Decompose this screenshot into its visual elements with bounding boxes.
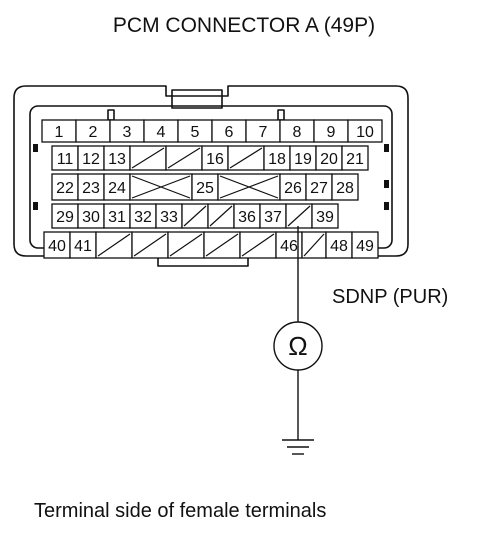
terminal-label: 3	[123, 124, 132, 141]
terminal-label: 26	[284, 180, 302, 197]
terminal-label: 16	[206, 151, 224, 168]
terminal-label: 13	[108, 151, 126, 168]
terminal-label: 9	[327, 124, 336, 141]
terminal-cell	[51, 203, 79, 229]
empty-cavity-mark	[183, 205, 207, 227]
empty-cavity-mark	[131, 147, 165, 169]
terminal-cell	[191, 173, 219, 201]
terminal-label: 2	[89, 124, 98, 141]
terminal-cell	[331, 173, 359, 201]
terminal-label: 10	[356, 124, 374, 141]
terminal-cell	[351, 231, 379, 259]
terminal-label: 28	[336, 180, 354, 197]
terminal-label: 25	[196, 180, 214, 197]
terminal-cell	[51, 173, 79, 201]
terminal-label: 22	[56, 180, 74, 197]
terminal-cell	[341, 145, 369, 171]
wire-label: SDNP (PUR)	[332, 286, 449, 308]
empty-cavity-mark	[209, 205, 233, 227]
terminal-label: 40	[48, 238, 66, 255]
connector-housing	[13, 85, 409, 267]
terminal-cell	[259, 203, 287, 229]
terminal-label: 32	[134, 209, 152, 226]
terminal-label: 48	[330, 238, 348, 255]
ground-icon	[282, 439, 314, 455]
terminal-label: 24	[108, 180, 126, 197]
empty-cavity-mark	[303, 233, 325, 257]
terminal-cell	[77, 203, 105, 229]
footer-caption: Terminal side of female terminals	[34, 500, 327, 522]
terminal-label: 36	[238, 209, 256, 226]
empty-cavity-mark	[97, 233, 131, 257]
terminal-cell	[103, 203, 131, 229]
connector-key-right	[277, 109, 285, 121]
terminal-label: 27	[310, 180, 328, 197]
terminal-cell	[289, 145, 317, 171]
connector-side-tabs	[33, 144, 389, 210]
terminal-cell	[155, 203, 183, 229]
terminal-label: 21	[346, 151, 364, 168]
empty-cavity-mark	[241, 233, 275, 257]
terminal-label: 5	[191, 124, 200, 141]
terminal-cell	[233, 203, 261, 229]
empty-cavity-mark	[287, 205, 311, 227]
ohm-symbol: Ω	[288, 331, 307, 361]
terminal-label: 20	[320, 151, 338, 168]
terminal-label: 41	[74, 238, 92, 255]
page-title: PCM CONNECTOR A (49P)	[112, 14, 376, 37]
terminal-label: 19	[294, 151, 312, 168]
terminal-label: 4	[157, 124, 166, 141]
terminal-label: 30	[82, 209, 100, 226]
terminal-label: 6	[225, 124, 234, 141]
terminal-label: 37	[264, 209, 282, 226]
terminal-label: 11	[57, 151, 74, 168]
terminal-label: 49	[356, 238, 374, 255]
terminal-label: 18	[268, 151, 286, 168]
terminal-cell	[305, 173, 333, 201]
terminal-label: 1	[55, 124, 64, 141]
terminal-label: 46	[280, 238, 298, 255]
terminal-label: 12	[82, 151, 100, 168]
terminal-label: 23	[82, 180, 100, 197]
connector-latch	[171, 89, 223, 109]
empty-cavity-mark	[169, 233, 203, 257]
terminal-label: 8	[293, 124, 302, 141]
empty-cavity-mark	[229, 147, 263, 169]
terminal-cell	[311, 203, 339, 229]
empty-cavity-mark	[167, 147, 201, 169]
empty-cavity-mark	[133, 233, 167, 257]
terminal-label: 33	[160, 209, 178, 226]
probe-circuit	[273, 226, 323, 455]
terminal-label: 39	[316, 209, 334, 226]
terminal-cell	[347, 119, 383, 143]
terminal-cell	[103, 173, 131, 201]
empty-cavity-mark	[219, 175, 279, 199]
terminal-label: 29	[56, 209, 74, 226]
empty-cavity-mark	[205, 233, 239, 257]
terminal-label: 31	[108, 209, 126, 226]
connector-key-left	[107, 109, 115, 121]
terminal-label: 7	[259, 124, 268, 141]
empty-cavity-mark	[131, 175, 191, 199]
terminal-cell	[263, 145, 291, 171]
